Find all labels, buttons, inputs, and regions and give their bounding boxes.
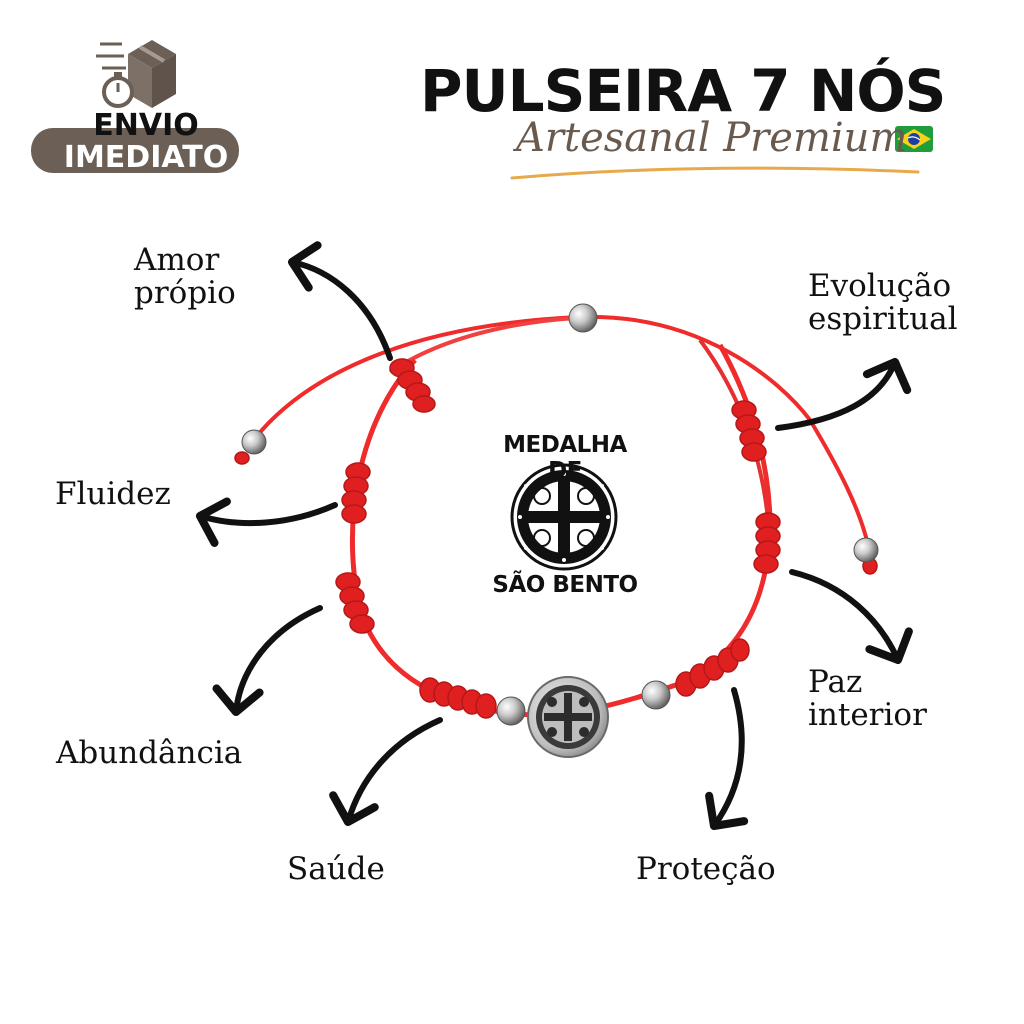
benefit-amor-proprio: Amor própio	[134, 242, 236, 312]
delivery-box-icon	[96, 40, 176, 108]
shipping-badge-line1: ENVIO	[93, 108, 199, 143]
benefit-evolucao-espiritual: Evolução espiritual	[808, 268, 958, 338]
medal-label-bottom: SÃO BENTO	[492, 572, 638, 598]
page-title: PULSEIRA 7 NÓS	[420, 57, 946, 125]
brazil-flag-icon	[895, 126, 933, 152]
arrow-fluidez	[195, 497, 338, 547]
benefit-saude: Saúde	[287, 851, 385, 887]
shipping-badge-line2: IMEDIATO	[63, 140, 229, 175]
benefit-abundancia: Abundância	[56, 735, 243, 771]
arrow-abundancia	[212, 605, 323, 717]
bracelet	[234, 303, 879, 758]
saint-benedict-medal-icon	[510, 463, 618, 571]
arrow-amor	[287, 241, 393, 361]
medal-label-top: MEDALHA DE	[503, 432, 627, 484]
arrow-evolucao	[775, 357, 912, 431]
benefit-fluidez: Fluidez	[55, 476, 171, 512]
shipping-badge	[31, 128, 239, 173]
benefit-paz-interior: Paz interior	[808, 664, 927, 734]
page-subtitle: Artesanal Premium	[516, 115, 908, 161]
saint-benedict-medal	[527, 676, 609, 758]
arrow-saude	[329, 717, 443, 827]
arrow-paz	[789, 569, 913, 665]
shipping-badge-text: ENVIO IMEDIATO	[46, 111, 246, 173]
subtitle-underline	[510, 166, 920, 180]
benefit-protecao: Proteção	[636, 851, 776, 887]
arrow-protecao	[705, 687, 749, 831]
